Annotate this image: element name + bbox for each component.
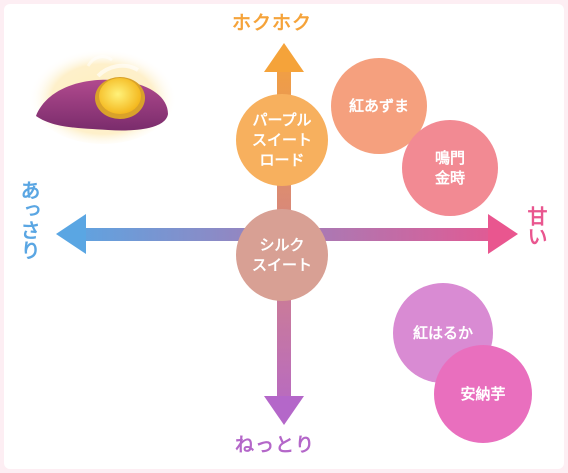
baked-sweet-potato-icon (29, 44, 177, 144)
left-arrowhead (56, 214, 86, 254)
top-arrowhead (264, 43, 304, 72)
axis-label-bottom: ねっとり (235, 434, 316, 456)
axis-label-top: ホクホク (232, 12, 313, 34)
variety-purple-sweet-road: パープル スイート ロード (236, 94, 328, 186)
variety-silk-sweet: シルク スイート (236, 209, 328, 301)
bottom-arrowhead (264, 396, 304, 425)
axis-label-left: あっさり (17, 180, 41, 260)
variety-annou-imo: 安納芋 (434, 345, 532, 443)
axis-label-right: 甘い (524, 206, 548, 246)
variety-naruto-kintoki: 鳴門 金時 (402, 120, 498, 216)
right-arrowhead (488, 214, 518, 254)
